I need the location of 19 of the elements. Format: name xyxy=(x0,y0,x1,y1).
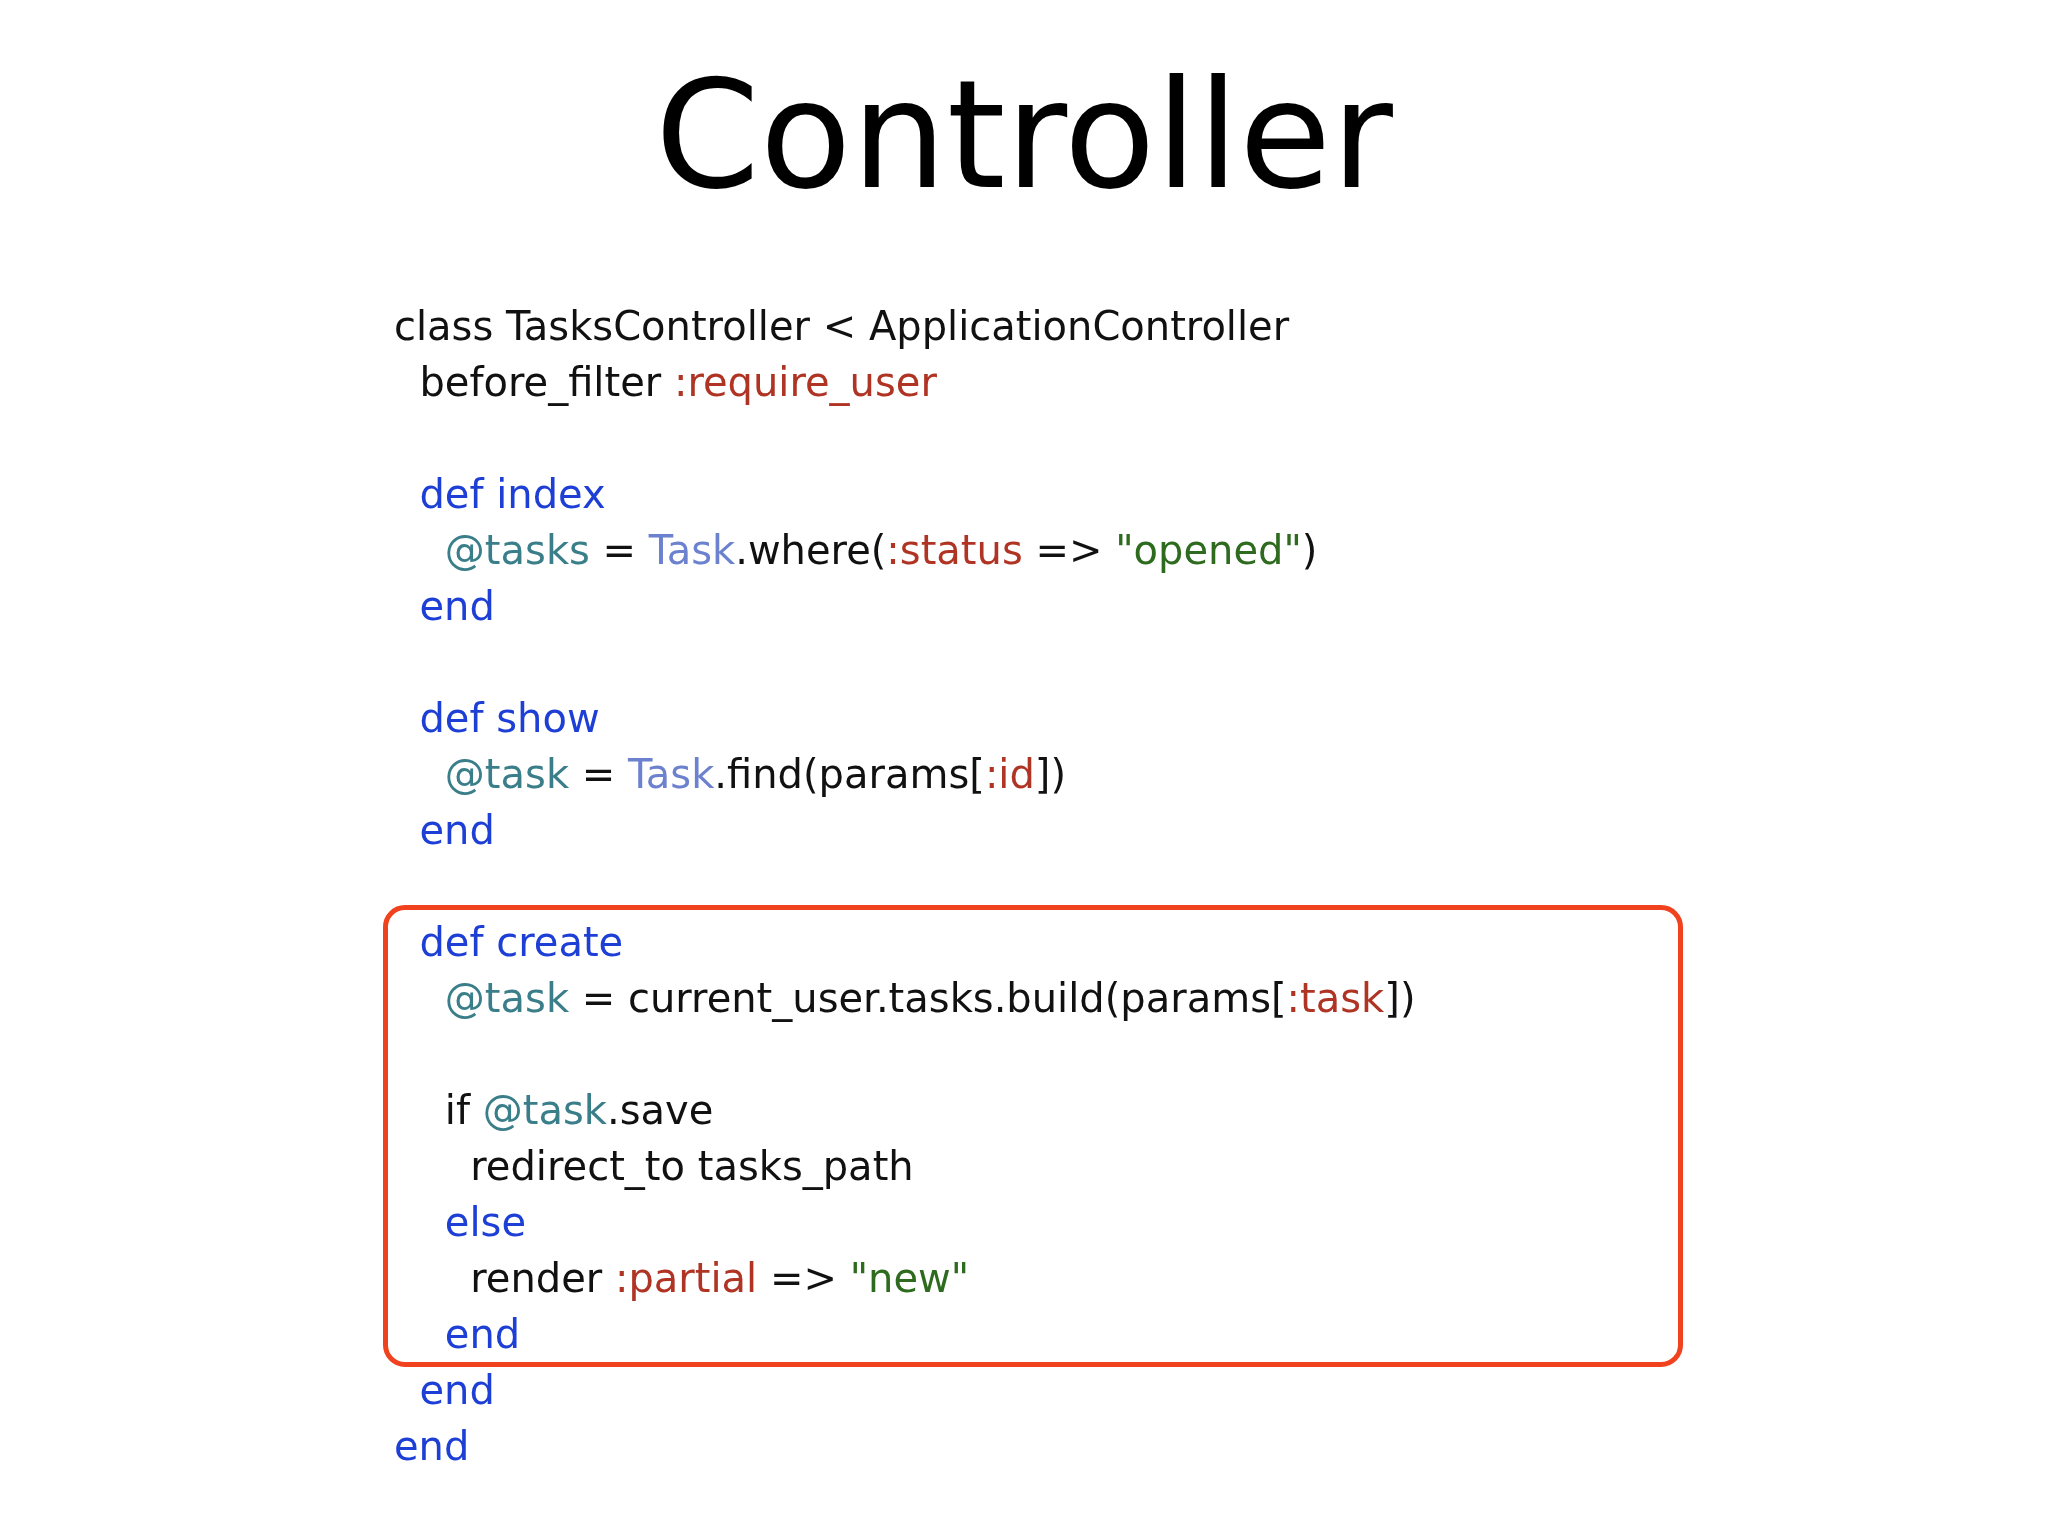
code-line: redirect_to tasks_path xyxy=(469,1142,914,1192)
code-line: @tasks = Task.where(:status => "opened") xyxy=(443,526,1318,575)
highlight-frame xyxy=(383,905,1683,1367)
code-line: end xyxy=(418,806,495,855)
code-line: end xyxy=(418,582,495,631)
code-line: @task = Task.find(params[:id]) xyxy=(443,750,1067,799)
code-line: end xyxy=(418,1366,495,1415)
code-line: end xyxy=(443,1310,521,1359)
code-line: def show xyxy=(418,694,600,743)
code-line: before_filter :require_user xyxy=(418,358,937,408)
code-line: render :partial => "new" xyxy=(469,1254,970,1303)
slide-title: Controller xyxy=(654,50,1394,220)
code-line: class TasksController < ApplicationController xyxy=(394,302,1290,351)
code-line: def create xyxy=(418,918,624,967)
code-line: def index xyxy=(418,470,606,519)
code-line: if @task.save xyxy=(443,1086,714,1135)
code-line: @task = current_user.tasks.build(params[:task]) xyxy=(443,974,1416,1024)
code-line: end xyxy=(394,1422,470,1471)
code-line: else xyxy=(443,1198,527,1247)
